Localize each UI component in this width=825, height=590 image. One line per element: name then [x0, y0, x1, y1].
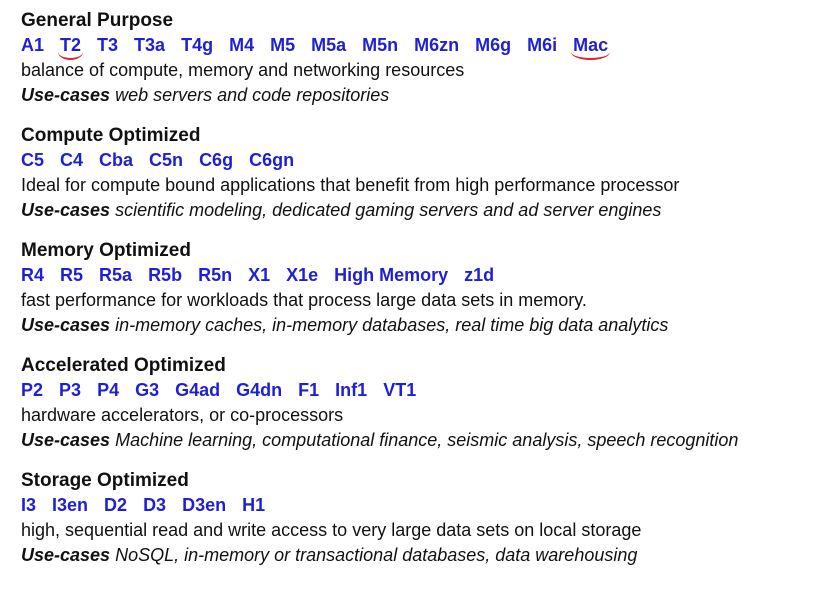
usecases-label: Use-cases: [21, 545, 111, 565]
instance-type: G4ad: [175, 380, 221, 400]
instance-type: P4: [97, 380, 120, 400]
instance-type: R5n: [198, 265, 233, 285]
section-usecases: Use-cases scientific modeling, dedicated…: [21, 198, 816, 223]
instance-type: R4: [21, 265, 45, 285]
usecases-label: Use-cases: [21, 315, 111, 335]
instance-type: VT1: [383, 380, 417, 400]
section-storage-optimized: Storage Optimized I3 I3en D2 D3 D3en H1 high,…: [21, 468, 816, 568]
instance-type: C5: [21, 150, 45, 170]
instance-type: R5b: [148, 265, 183, 285]
section-general-purpose: General Purpose A1 T2 T3 T3a T4g M4 M5 M5a M5n M6…: [21, 8, 816, 108]
instance-type: M6zn: [414, 35, 460, 55]
section-heading: Memory Optimized: [21, 240, 191, 261]
section-accelerated-optimized: Accelerated Optimized P2 P3 P4 G3 G4ad G4dn F1…: [21, 353, 816, 453]
usecases-label: Use-cases: [21, 200, 111, 220]
instance-type: D3: [143, 495, 167, 515]
instance-type: M6g: [475, 35, 512, 55]
section-usecases: Use-cases Machine learning, computationa…: [21, 428, 816, 453]
instance-type: M4: [229, 35, 255, 55]
instance-type: T4g: [181, 35, 214, 55]
section-description: hardware accelerators, or co-processors: [21, 405, 344, 425]
instance-type: R5a: [99, 265, 133, 285]
instance-type: G4dn: [236, 380, 283, 400]
instance-type: Mac: [571, 33, 611, 60]
instance-type: C4: [60, 150, 84, 170]
usecases-text: scientific modeling, dedicated gaming se…: [115, 200, 662, 220]
section-usecases: Use-cases in-memory caches, in-memory da…: [21, 313, 816, 338]
usecases-text: in-memory caches, in-memory databases, r…: [115, 315, 669, 335]
instance-type: I3en: [52, 495, 89, 515]
instance-type: Cba: [99, 150, 134, 170]
section-usecases: Use-cases NoSQL, in-memory or transactio…: [21, 543, 816, 568]
usecases-label: Use-cases: [21, 430, 111, 450]
instance-type: z1d: [464, 265, 495, 285]
instance-type-list: R4 R5 R5a R5b R5n X1 X1e High Memory z1d: [21, 263, 816, 288]
instance-type: A1: [21, 35, 45, 55]
instance-type: I3: [21, 495, 37, 515]
section-description: fast performance for workloads that proc…: [21, 290, 587, 310]
section-description: balance of compute, memory and networkin…: [21, 60, 465, 80]
section-heading: Accelerated Optimized: [21, 355, 226, 376]
instance-type-list: A1 T2 T3 T3a T4g M4 M5 M5a M5n M6zn M6g M6i Mac: [21, 33, 816, 60]
instance-type: M5: [270, 35, 296, 55]
section-memory-optimized: Memory Optimized R4 R5 R5a R5b R5n X1 X1e High …: [21, 238, 816, 338]
instance-type: T2: [58, 33, 84, 60]
section-description: high, sequential read and write access t…: [21, 520, 642, 540]
section-heading: Compute Optimized: [21, 125, 201, 146]
instance-type: P3: [59, 380, 82, 400]
section-heading: General Purpose: [21, 10, 174, 31]
instance-type: X1: [248, 265, 271, 285]
usecases-label: Use-cases: [21, 85, 111, 105]
instance-type: M6i: [527, 35, 558, 55]
instance-type: T3: [97, 35, 119, 55]
instance-type: High Memory: [334, 265, 449, 285]
section-description: Ideal for compute bound applications tha…: [21, 175, 680, 195]
instance-type-list: C5 C4 Cba C5n C6g C6gn: [21, 148, 816, 173]
instance-type-list: P2 P3 P4 G3 G4ad G4dn F1 Inf1 VT1: [21, 378, 816, 403]
instance-type: H1: [242, 495, 266, 515]
usecases-text: web servers and code repositories: [115, 85, 390, 105]
instance-types-document: General Purpose A1 T2 T3 T3a T4g M4 M5 M5a M5n M6…: [21, 8, 816, 583]
section-usecases: Use-cases web servers and code repositor…: [21, 83, 816, 108]
instance-type: F1: [298, 380, 320, 400]
section-heading: Storage Optimized: [21, 470, 189, 491]
instance-type: M5n: [362, 35, 399, 55]
section-compute-optimized: Compute Optimized C5 C4 Cba C5n C6g C6gn Idea…: [21, 123, 816, 223]
instance-type: G3: [135, 380, 160, 400]
usecases-text: Machine learning, computational finance,…: [115, 430, 739, 450]
instance-type: C6g: [199, 150, 234, 170]
instance-type: Inf1: [335, 380, 368, 400]
instance-type: C5n: [149, 150, 184, 170]
instance-type: X1e: [286, 265, 319, 285]
instance-type: D3en: [182, 495, 227, 515]
instance-type: T3a: [134, 35, 166, 55]
instance-type: R5: [60, 265, 84, 285]
instance-type: C6gn: [249, 150, 295, 170]
instance-type: D2: [104, 495, 128, 515]
instance-type: M5a: [311, 35, 347, 55]
usecases-text: NoSQL, in-memory or transactional databa…: [115, 545, 638, 565]
instance-type: P2: [21, 380, 44, 400]
instance-type-list: I3 I3en D2 D3 D3en H1: [21, 493, 816, 518]
